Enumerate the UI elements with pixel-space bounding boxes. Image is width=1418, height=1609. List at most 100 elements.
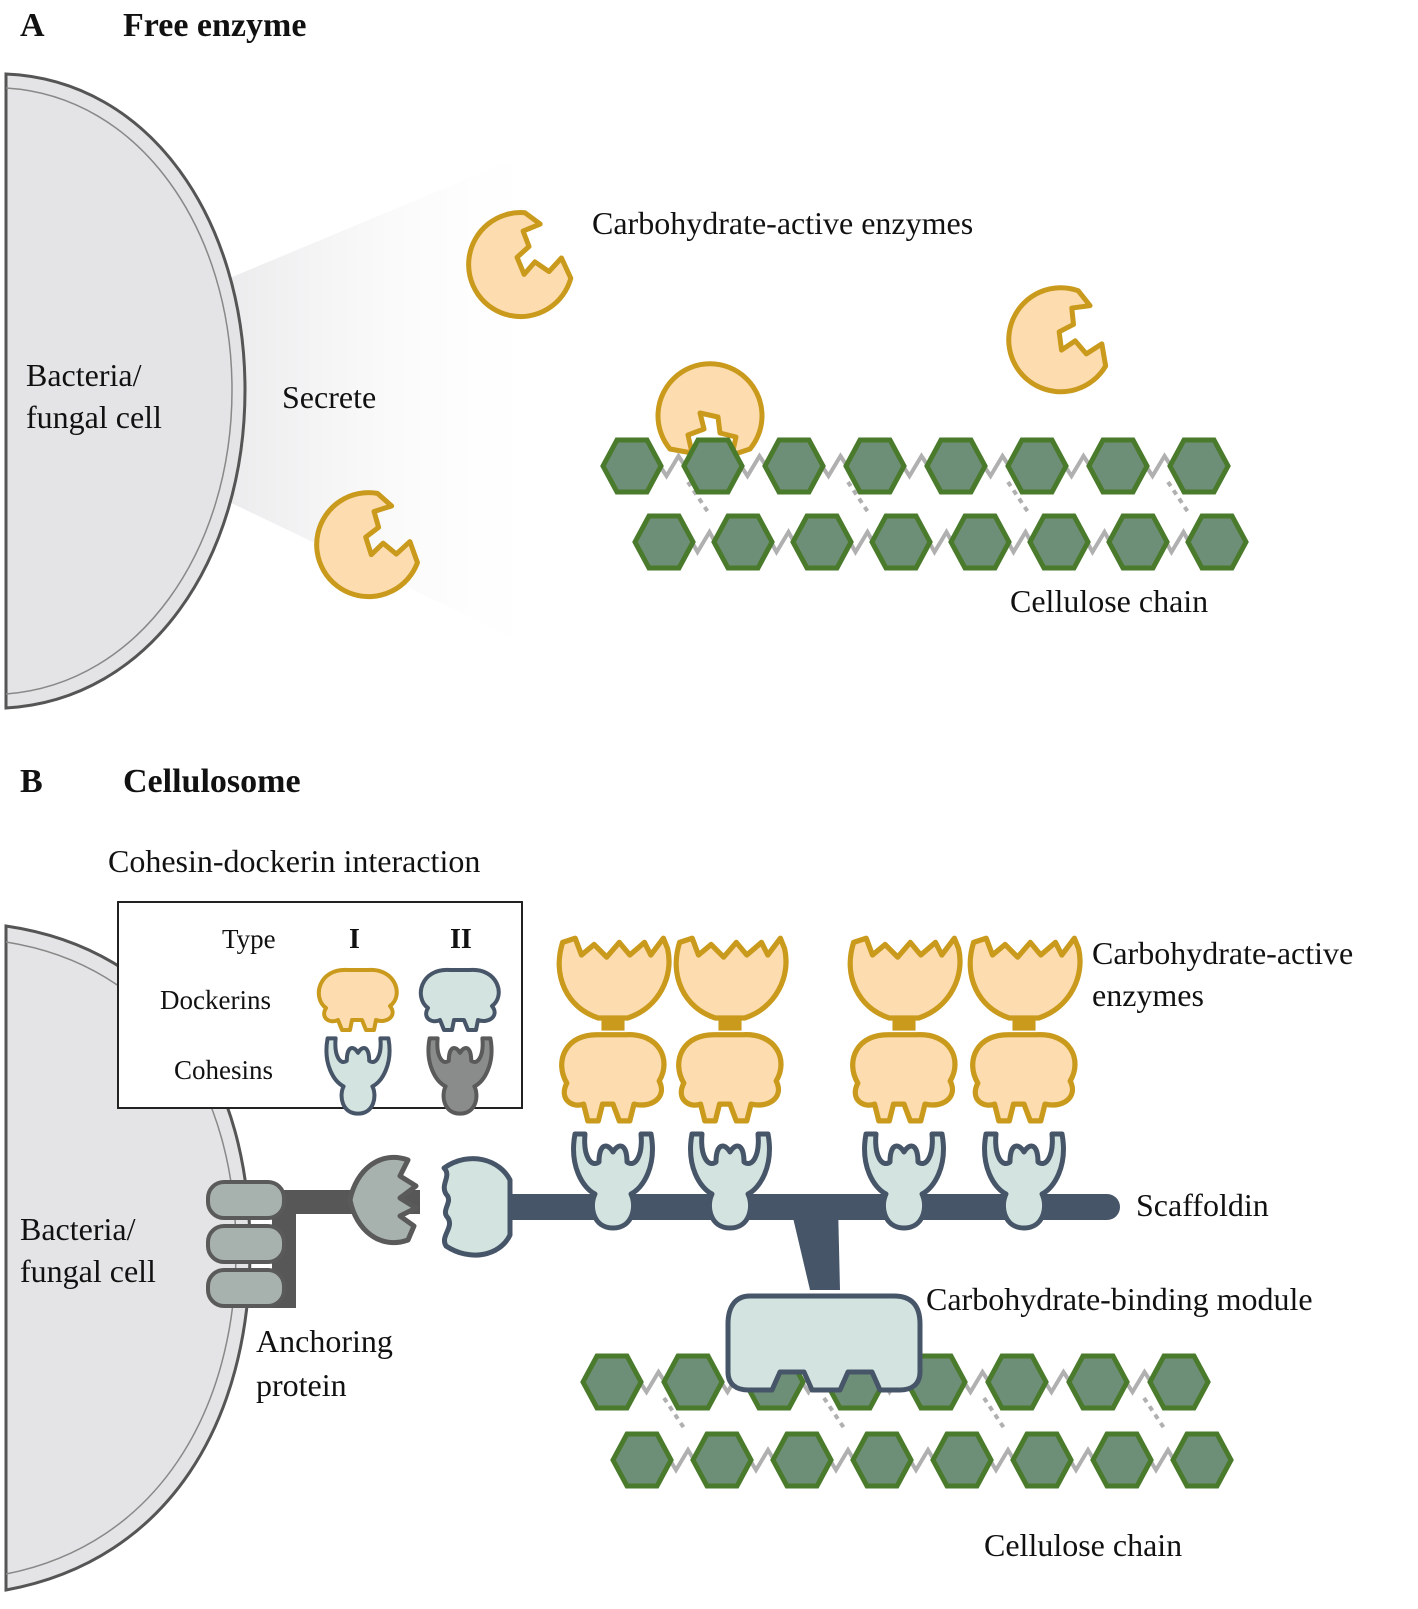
- glucose-unit: [927, 440, 985, 492]
- chain-label-b: Cellulose chain: [984, 1527, 1182, 1563]
- glycosidic-bond: [690, 527, 717, 557]
- glucose-unit: [613, 1434, 671, 1486]
- glucose-unit: [664, 1356, 722, 1408]
- enzyme-module-4: [970, 938, 1080, 1228]
- glucose-unit: [872, 516, 930, 568]
- chain-label-a: Cellulose chain: [1010, 583, 1208, 619]
- glycosidic-bond: [1144, 452, 1173, 480]
- glucose-unit: [1170, 440, 1228, 492]
- legend-type-label: Type: [222, 924, 276, 954]
- hydrogen-bond: [1142, 1396, 1166, 1430]
- secrete-label: Secrete: [282, 379, 376, 415]
- glycosidic-bond: [748, 1446, 776, 1474]
- cbm-label: Carbohydrate-binding module: [926, 1281, 1313, 1317]
- enzyme-module-2: [676, 938, 786, 1228]
- cell-a: [4, 72, 247, 710]
- free-enzyme: [994, 277, 1115, 406]
- enzymes-label-b-1: Carbohydrate-active: [1092, 935, 1353, 971]
- hydrogen-bond: [662, 1396, 686, 1430]
- hydrogen-bond: [1166, 480, 1190, 514]
- anchor-label-1: Anchoring: [256, 1323, 393, 1359]
- glucose-unit: [1150, 1356, 1208, 1408]
- glucose-unit: [765, 440, 823, 492]
- glucose-unit: [988, 1356, 1046, 1408]
- glucose-unit: [933, 1434, 991, 1486]
- cell-a-label-1: Bacteria/: [26, 357, 142, 393]
- legend-cohesins-label: Cohesins: [174, 1055, 273, 1085]
- glycosidic-bond: [1006, 527, 1033, 557]
- glycosidic-bond: [901, 452, 930, 480]
- glucose-unit: [1013, 1434, 1071, 1486]
- enzyme-unit-1: [559, 938, 669, 1121]
- legend-dockerins-label: Dockerins: [160, 985, 271, 1015]
- hydrogen-bond: [1006, 480, 1030, 514]
- glycosidic-bond: [962, 1368, 991, 1396]
- enzyme-unit-4: [970, 938, 1080, 1121]
- glucose-unit: [1069, 1356, 1127, 1408]
- glucose-unit: [951, 516, 1009, 568]
- cell-b-label-1: Bacteria/: [20, 1211, 136, 1247]
- panel-a-letter: A: [20, 7, 45, 44]
- enzyme-module-1: [559, 938, 669, 1228]
- cellulose-chain-a: [603, 440, 1246, 568]
- glucose-unit: [1030, 516, 1088, 568]
- glycosidic-bond: [1043, 1368, 1072, 1396]
- glucose-unit: [693, 1434, 751, 1486]
- glycosidic-bond: [1085, 527, 1112, 557]
- cellulose-chain-b: [583, 1356, 1231, 1486]
- glucose-unit: [793, 516, 851, 568]
- type-ii-cohesin: [347, 1154, 419, 1246]
- legend-dockerin-type-2: [418, 967, 501, 1032]
- enzyme-unit-2: [676, 938, 786, 1121]
- glycosidic-bond: [908, 1446, 936, 1474]
- enzyme-unit-3: [850, 938, 960, 1121]
- hydrogen-bond: [822, 1396, 846, 1430]
- legend-type-2: II: [450, 924, 472, 955]
- glucose-unit: [853, 1434, 911, 1486]
- glycosidic-bond: [638, 1368, 667, 1396]
- glucose-unit: [603, 440, 661, 492]
- glucose-unit: [635, 516, 693, 568]
- slh-domains: [206, 1180, 286, 1308]
- glucose-unit: [714, 516, 772, 568]
- glycosidic-bond: [1148, 1446, 1176, 1474]
- hydrogen-bond: [982, 1396, 1006, 1430]
- panel-a-title: Free enzyme: [123, 7, 306, 44]
- panel-b-letter: B: [20, 763, 43, 800]
- legend-dockerin-type-1: [316, 967, 399, 1032]
- glucose-unit: [1109, 516, 1167, 568]
- cell-b-label-2: fungal cell: [20, 1253, 156, 1289]
- scaffoldin-label: Scaffoldin: [1136, 1187, 1269, 1223]
- enzymes-label-a: Carbohydrate-active enzymes: [592, 205, 973, 241]
- glycosidic-bond: [658, 452, 687, 480]
- hydrogen-bond: [846, 480, 870, 514]
- legend-title: Cohesin-dockerin interaction: [108, 843, 480, 879]
- glycosidic-bond: [1124, 1368, 1153, 1396]
- glycosidic-bond: [1164, 527, 1191, 557]
- glycosidic-bond: [820, 452, 849, 480]
- carbohydrate-binding-module: [725, 1293, 923, 1393]
- glycosidic-bond: [982, 452, 1011, 480]
- glycosidic-bond: [769, 527, 796, 557]
- glycosidic-bond: [1068, 1446, 1096, 1474]
- panel-b-title: Cellulosome: [123, 763, 301, 800]
- enzyme-module-3: [850, 938, 960, 1228]
- anchor-label-2: protein: [256, 1367, 347, 1403]
- panel-a: A Free enzyme Bacteria/ fungal cell Secr…: [4, 7, 1246, 710]
- panel-b: B Cellulosome Bacteria/ fungal cell Cohe…: [4, 763, 1353, 1592]
- glycosidic-bond: [1063, 452, 1092, 480]
- glycosidic-bond: [668, 1446, 696, 1474]
- glucose-unit: [1008, 440, 1066, 492]
- glycosidic-bond: [739, 452, 768, 480]
- glucose-unit: [846, 440, 904, 492]
- glucose-unit: [773, 1434, 831, 1486]
- glucose-unit: [583, 1356, 641, 1408]
- hydrogen-bond: [686, 480, 710, 514]
- legend-type-1: I: [349, 924, 360, 955]
- glycosidic-bond: [988, 1446, 1016, 1474]
- glucose-unit: [1173, 1434, 1231, 1486]
- type-ii-dockerin: [441, 1156, 513, 1258]
- scaffoldin-linker: [790, 1205, 840, 1290]
